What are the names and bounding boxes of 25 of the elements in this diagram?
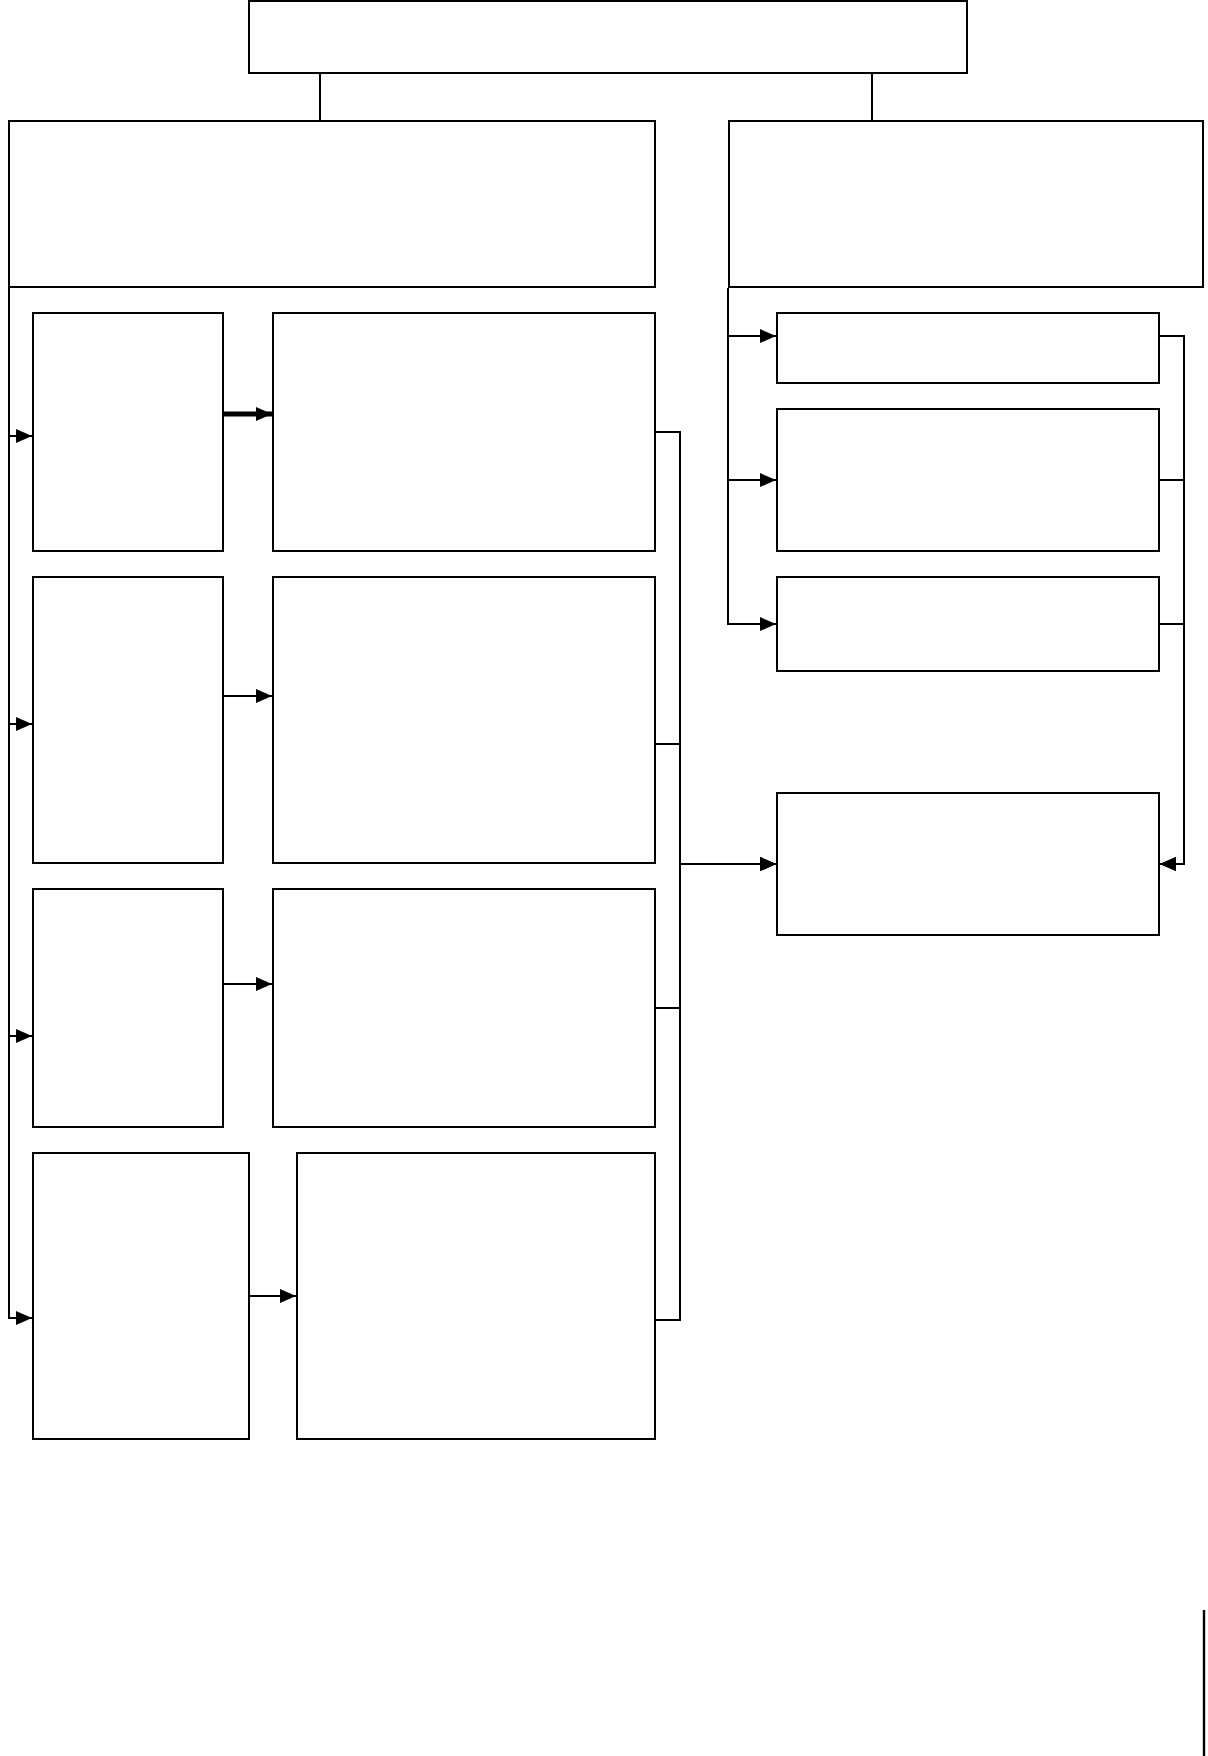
empty-box [776, 792, 1160, 936]
empty-box [776, 312, 1160, 384]
arrow [727, 287, 777, 631]
empty-box [32, 312, 224, 552]
arrow [1159, 623, 1185, 871]
connector-line [319, 73, 321, 121]
empty-box [728, 120, 1204, 288]
empty-box [32, 888, 224, 1128]
connector-line [871, 73, 873, 121]
arrow [223, 977, 273, 991]
empty-box [8, 120, 656, 288]
empty-box [272, 312, 656, 552]
empty-box [32, 576, 224, 864]
empty-box [776, 408, 1160, 552]
arrow [8, 287, 33, 1325]
empty-box [272, 888, 656, 1128]
arrow [223, 689, 273, 703]
empty-box [32, 1152, 250, 1440]
empty-box [248, 0, 968, 74]
arrow [224, 407, 272, 421]
empty-box [272, 576, 656, 864]
empty-box [776, 576, 1160, 672]
empty-box [296, 1152, 656, 1440]
arrow [655, 857, 777, 1321]
arrow [249, 1289, 297, 1303]
